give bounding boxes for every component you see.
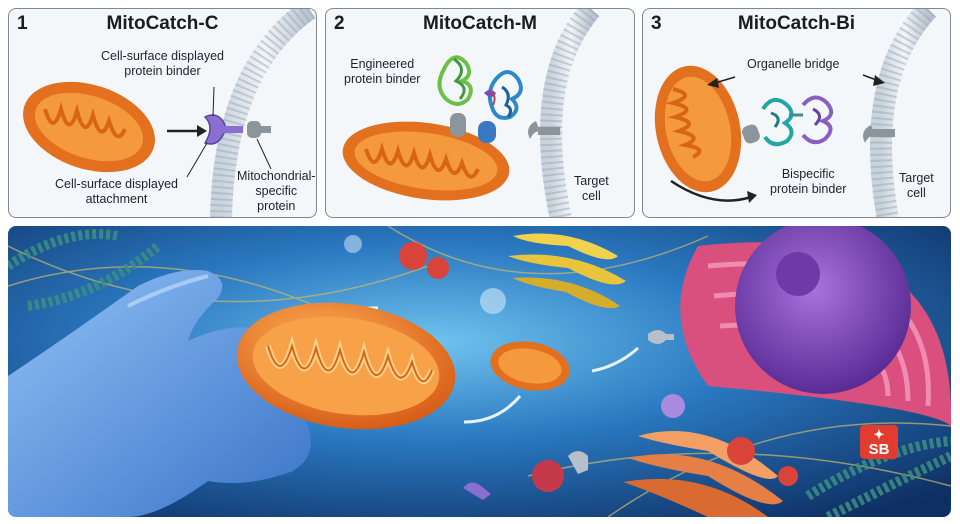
motion-arrow-icon	[591, 346, 640, 373]
panel-1-illustration	[23, 9, 316, 217]
mitochondrion	[342, 121, 510, 201]
mitochondrion	[654, 65, 742, 193]
surface-protein	[450, 113, 466, 137]
panel-title: MitoCatch-Bi	[737, 13, 856, 34]
held-mitochondrion	[236, 302, 456, 430]
label-binder: Cell-surface displayed protein binder	[101, 49, 224, 78]
panel-3-illustration	[654, 9, 937, 217]
panel-mitocatch-c: 1 MitoCatch-C Cell-surface displayed pro…	[8, 8, 317, 218]
panel-mitocatch-bi: 3 MitoCatch-Bi Organelle bridge Bispecif…	[642, 8, 951, 218]
label-protein: Mitochondrial- specific protein	[237, 169, 316, 213]
floating-proteins	[463, 330, 674, 500]
star-icon: ✦	[873, 427, 885, 442]
label-organelle-bridge: Organelle bridge	[747, 57, 840, 71]
sb-logo-badge: ✦ SB	[860, 425, 898, 459]
curved-arrow-icon	[747, 191, 757, 203]
panel-number: 2	[334, 13, 345, 34]
label-engineered-binder: Engineered protein binder	[344, 57, 421, 86]
nucleolus	[776, 252, 820, 296]
target-receptor	[528, 121, 560, 139]
target-receptor	[863, 125, 895, 143]
panel-title: MitoCatch-M	[423, 13, 537, 34]
vesicles	[344, 235, 798, 492]
golgi-apparatus-bottom	[623, 431, 783, 517]
label-target-cell: Target cell	[899, 171, 934, 200]
nucleus	[735, 226, 911, 394]
engineered-binder-structure	[437, 55, 523, 120]
panel-number: 1	[17, 13, 28, 34]
surface-protein-blue	[478, 121, 496, 143]
label-target-cell: Target cell	[574, 174, 609, 203]
panel-title: MitoCatch-C	[106, 13, 219, 34]
arrow-right-icon	[873, 75, 885, 86]
scene-artwork	[8, 226, 951, 517]
mitochondrion	[23, 81, 155, 173]
label-attachment: Cell-surface displayed attachment	[55, 177, 178, 206]
cellular-scene-illustration	[8, 226, 951, 517]
protein-binder	[203, 114, 243, 145]
badge-text: SB	[868, 441, 890, 458]
bispecific-binder-structure	[761, 95, 834, 147]
panel-mitocatch-m: 2 MitoCatch-M Engineered protein binder …	[325, 8, 635, 218]
golgi-apparatus-top	[508, 233, 626, 309]
arrow-icon	[197, 125, 207, 137]
panel-number: 3	[651, 13, 662, 34]
motion-arrow-icon	[463, 395, 522, 424]
label-bispecific-binder: Bispecific protein binder	[770, 167, 847, 196]
panel-2-illustration	[342, 9, 600, 217]
small-mitochondrion	[490, 341, 570, 391]
arrow-left-icon	[707, 78, 719, 88]
mitochondrial-protein	[247, 121, 271, 138]
mito-surface-protein	[742, 124, 760, 144]
gloved-hand	[8, 270, 311, 517]
